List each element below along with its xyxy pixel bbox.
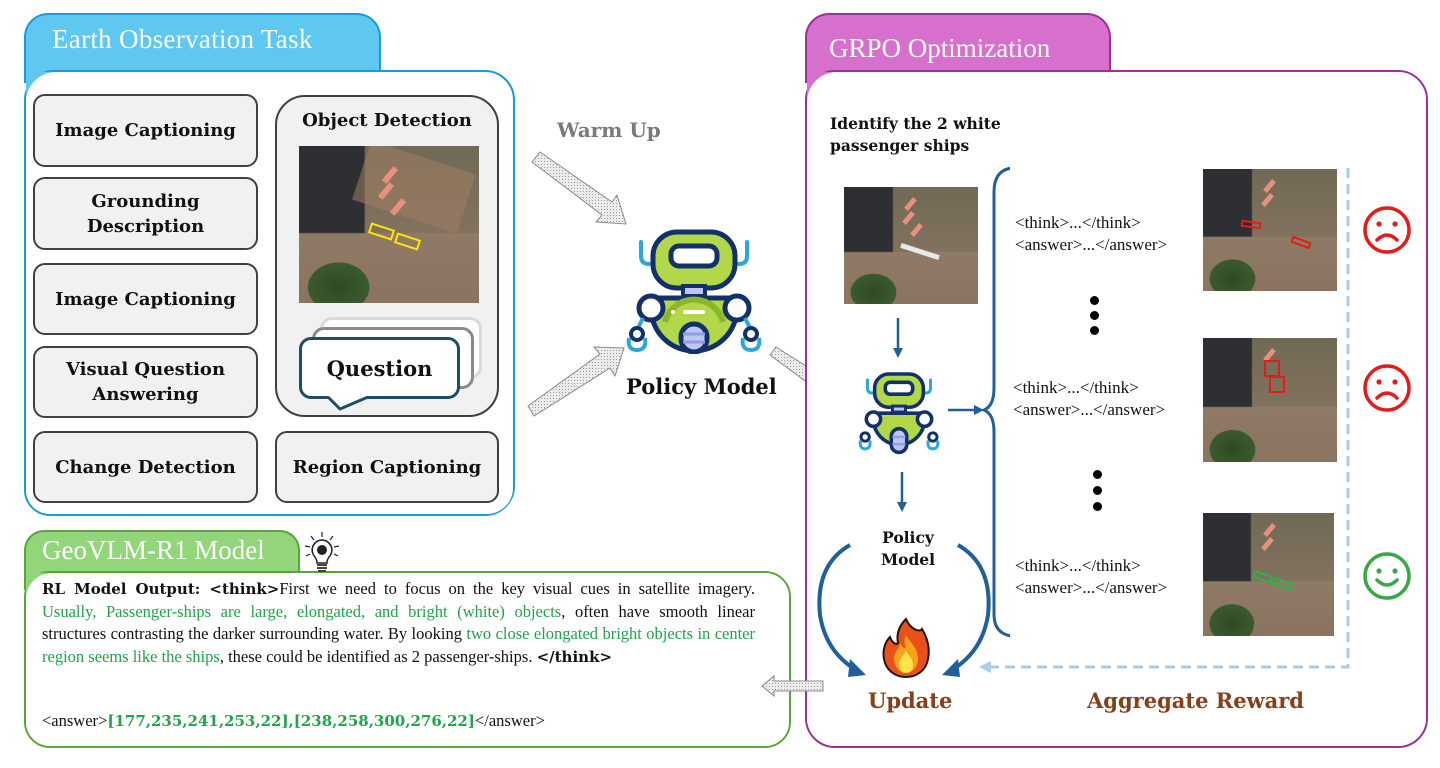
flow-arrows xyxy=(527,151,627,417)
task-label: Visual Question Answering xyxy=(65,359,226,405)
policy-model-label: Policy Model xyxy=(626,374,777,399)
ellipsis-dot xyxy=(1093,502,1102,511)
output-arrow xyxy=(761,674,824,698)
answer-value: [177,235,241,253,22],[238,258,300,276,22… xyxy=(107,712,475,730)
warm-up-label: Warm Up xyxy=(557,118,661,142)
response-answer: <answer>...</answer> xyxy=(1015,235,1168,254)
think-close-tag: </think> xyxy=(536,647,613,666)
reasoning-text: First we need to focus on the key visual… xyxy=(279,579,755,598)
response-1: <think>...</think> <answer>...</answer> xyxy=(1015,212,1167,256)
ellipsis-dot xyxy=(1093,470,1102,479)
sad-face-icon xyxy=(1363,206,1411,254)
reasoning-highlight: Usually, Passenger-ships are large, elon… xyxy=(42,601,562,621)
yellow-bbox xyxy=(367,222,396,241)
speech-bubble-tail xyxy=(326,396,369,411)
yellow-bbox xyxy=(393,232,422,251)
happy-face-icon xyxy=(1363,552,1411,600)
ellipsis-dot xyxy=(1090,326,1099,335)
warmup-arrow xyxy=(531,151,627,225)
reasoning-highlight: two close elongated bright objects in ce… xyxy=(42,624,756,666)
red-bbox xyxy=(1269,376,1285,393)
ellipsis-dot xyxy=(1090,311,1099,320)
answer-open-tag: <answer> xyxy=(42,711,108,730)
question-bubble: Question xyxy=(299,337,460,399)
update-cycle-arrows xyxy=(817,543,991,677)
satellite-image-input xyxy=(844,187,978,304)
object-detection-title: Object Detection xyxy=(302,110,472,131)
response-2: <think>...</think> <answer>...</answer> xyxy=(1013,377,1165,421)
response-brace xyxy=(948,166,1010,638)
reward-dashed-line xyxy=(979,168,1350,673)
think-open-tag: <think> xyxy=(209,580,280,598)
panel-body xyxy=(26,573,789,746)
grpo-question: Identify the 2 white passenger ships xyxy=(830,114,1001,155)
grpo-title: GRPO Optimization xyxy=(829,33,1051,63)
response-answer: <answer>...</answer> xyxy=(1013,400,1166,419)
response-image-1 xyxy=(1203,169,1337,291)
reasoning-text: , often have smooth linear structures co… xyxy=(42,601,755,644)
task-label: Image Captioning xyxy=(55,120,236,141)
task-visual-question-answering: Visual Question Answering xyxy=(33,346,258,418)
geovlm-title: GeoVLM-R1 Model xyxy=(42,535,265,565)
ellipsis-dot xyxy=(1090,296,1099,305)
task-to-policy-arrow xyxy=(527,346,625,417)
task-region-captioning: Region Captioning xyxy=(275,431,499,503)
task-label: Grounding Description xyxy=(86,190,205,237)
response-image-2 xyxy=(1203,338,1337,462)
task-label: Image Captioning xyxy=(55,288,236,310)
response-think: <think>...</think> xyxy=(1015,556,1141,575)
lightbulb-icon xyxy=(304,532,340,572)
aggregate-reward-label: Aggregate Reward xyxy=(1087,688,1304,713)
task-image-captioning: Image Captioning xyxy=(33,94,258,167)
response-image-3 xyxy=(1203,513,1334,636)
response-think: <think>...</think> xyxy=(1013,378,1139,397)
response-3: <think>...</think> <answer>...</answer> xyxy=(1015,555,1167,599)
response-think: <think>...</think> xyxy=(1015,213,1141,232)
output-prefix: RL Model Output: xyxy=(42,580,210,598)
task-grounding-description: Grounding Description xyxy=(33,177,258,250)
task-label: Change Detection xyxy=(55,456,236,478)
sad-face-icon xyxy=(1363,364,1411,412)
grpo-policy-model-label: Policy Model xyxy=(880,528,936,569)
policy-robot-icon xyxy=(858,372,940,455)
rl-model-output: RL Model Output: <think>First we need to… xyxy=(42,578,755,668)
task-image-captioning-2: Image Captioning xyxy=(33,263,258,335)
question-label: Question xyxy=(326,355,433,381)
answer-close-tag: </answer> xyxy=(474,711,545,730)
ellipsis-dot xyxy=(1093,486,1102,495)
task-change-detection: Change Detection xyxy=(33,431,258,503)
model-answer: <answer>[177,235,241,253,22],[238,258,30… xyxy=(42,711,545,731)
grpo-flow-lines xyxy=(893,318,907,512)
fire-icon xyxy=(882,617,930,679)
update-label: Update xyxy=(868,688,953,713)
robot-icon xyxy=(626,229,762,354)
earth-observation-title: Earth Observation Task xyxy=(52,24,313,54)
satellite-image-object-detection xyxy=(299,146,479,303)
response-answer: <answer>...</answer> xyxy=(1015,578,1168,597)
reasoning-text: , these could be identified as 2 passeng… xyxy=(219,646,537,666)
task-label: Region Captioning xyxy=(292,456,482,478)
